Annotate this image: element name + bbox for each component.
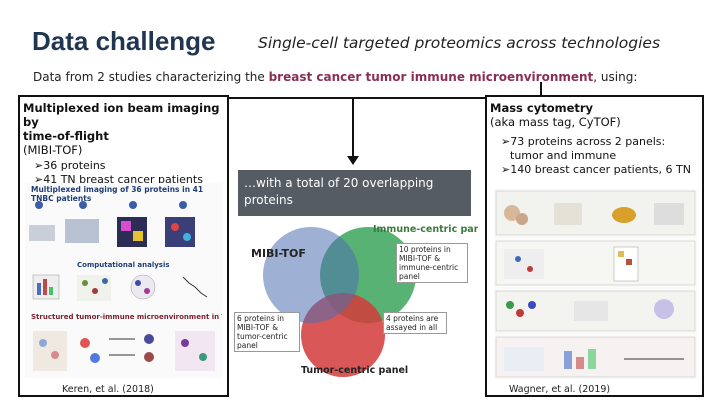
cytof-subtitle: (aka mass tag, CyTOF) xyxy=(490,115,621,129)
cytof-figure-graphic xyxy=(495,190,696,378)
mass-cytometry-panel: Mass cytometry (aka mass tag, CyTOF) ➢73… xyxy=(485,95,704,397)
cytof-citation: Wagner, et al. (2019) xyxy=(509,384,611,395)
connector-tick xyxy=(540,82,542,96)
mibi-subtitle: (MIBI-TOF) xyxy=(23,143,83,157)
connector-horizontal xyxy=(229,97,485,99)
venn-tumor-label: Tumor-centric panel xyxy=(301,365,408,376)
cytof-bullet-1-cont: tumor and immune xyxy=(510,149,617,162)
mibi-bullet-1: ➢36 proteins xyxy=(34,159,106,172)
connector-vertical xyxy=(352,97,354,157)
venn-note-all: 4 proteins are assayed in all xyxy=(383,312,447,334)
mibi-structure-row xyxy=(33,331,215,371)
svg-text:Structured tumor-immune microe: Structured tumor-immune microenvironment… xyxy=(31,313,222,321)
cytof-title: Mass cytometry xyxy=(490,101,594,115)
venn-diagram: Immune-centric panel MIBI-TOF Tumor-cent… xyxy=(251,224,478,377)
slide-subtitle: Single-cell targeted proteomics across t… xyxy=(258,34,661,52)
cytof-figure xyxy=(494,189,697,379)
mibi-figure-title: Multiplexed imaging of 36 proteins in 41… xyxy=(31,185,204,203)
cytof-bullet-1: ➢73 proteins across 2 panels: xyxy=(501,135,666,148)
cytof-bullet-2: ➢140 breast cancer patients, 6 TN xyxy=(501,163,691,176)
mibi-title-line2: time-of-flight xyxy=(23,129,109,143)
arrow-down-icon xyxy=(347,156,359,165)
intro-prefix: Data from 2 studies characterizing the xyxy=(33,70,269,84)
venn-mibi-label: MIBI-TOF xyxy=(251,247,306,260)
venn-note-tumor: 6 proteins in MIBI-TOF & tumor-centric p… xyxy=(234,312,300,352)
mibi-title-line1: Multiplexed ion beam imaging by xyxy=(23,101,220,129)
mibi-citation: Keren, et al. (2018) xyxy=(62,384,154,395)
venn-note-immune: 10 proteins in MIBI-TOF & immune-centric… xyxy=(396,243,468,283)
slide-title: Data challenge xyxy=(32,26,216,56)
overlap-callout: …with a total of 20 overlapping proteins xyxy=(238,170,471,216)
intro-highlight: breast cancer tumor immune microenvironm… xyxy=(268,70,594,84)
intro-text: Data from 2 studies characterizing the b… xyxy=(33,70,637,84)
svg-text:Computational analysis: Computational analysis xyxy=(77,261,170,269)
mibi-figure-graphic: Computational analysis Structured tumor-… xyxy=(29,201,222,371)
venn-immune-label: Immune-centric panel xyxy=(373,224,478,235)
mibi-tof-panel: Multiplexed ion beam imaging by time-of-… xyxy=(18,95,229,397)
mibi-steps-row xyxy=(29,201,195,247)
intro-suffix: , using: xyxy=(593,70,638,84)
mibi-analysis-row xyxy=(32,274,208,301)
mibi-figure: Multiplexed imaging of 36 proteins in 41… xyxy=(25,183,222,378)
mibi-bullet-2: ➢41 TN breast cancer patients xyxy=(34,173,203,186)
venn-mibi-circle xyxy=(263,227,359,323)
